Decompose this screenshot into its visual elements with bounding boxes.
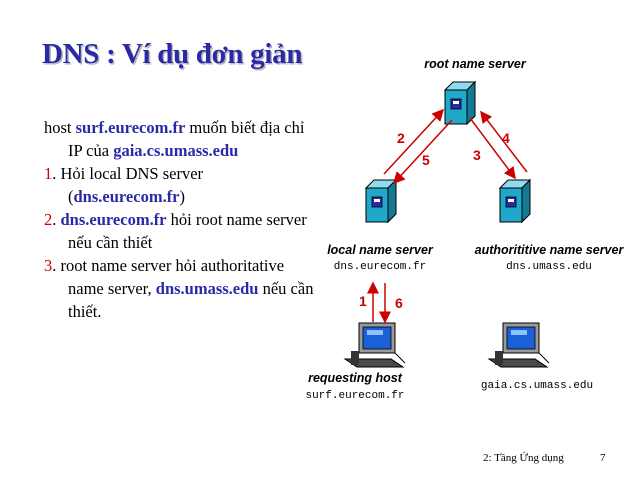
footer-page-number: 7: [600, 452, 606, 464]
step1-server: dns.eurecom.fr: [73, 187, 180, 206]
target-domain: gaia.cs.umass.edu: [113, 141, 239, 160]
footer-chapter: 2: Tầng Ứng dụng: [483, 452, 564, 464]
paragraph-query: host surf.eurecom.fr muốn biết địa chỉ I…: [44, 116, 314, 162]
step3-server: dns.umass.edu: [155, 279, 259, 298]
requesting-host-computer-icon: [344, 322, 406, 368]
requesting-host-label: requesting host: [308, 371, 402, 385]
host-domain: surf.eurecom.fr: [75, 118, 186, 137]
gaia-host-computer-icon: [488, 322, 550, 368]
step-label-1: 1: [359, 293, 367, 309]
paragraph-step3: 3. root name server hỏi authoritative na…: [44, 254, 314, 323]
paragraph-step2: 2. dns.eurecom.fr hỏi root name server n…: [44, 208, 314, 254]
step2-text: hỏi root name server nếu cần thiết: [68, 210, 307, 252]
step2-dot: .: [52, 210, 61, 229]
local-server-icon: [365, 179, 397, 223]
auth-server-domain: dns.umass.edu: [506, 261, 592, 273]
arrow-5-root-to-local: [392, 119, 453, 185]
step-label-3: 3: [473, 147, 481, 163]
step2-number: 2: [44, 210, 53, 229]
step3-number: 3: [44, 256, 53, 275]
auth-server-icon: [499, 179, 531, 223]
step3-text: . root name server hỏi authoritative nam…: [52, 256, 285, 298]
gaia-host-domain: gaia.cs.umass.edu: [480, 380, 594, 392]
step1-number: 1: [44, 164, 53, 183]
step-label-4: 4: [502, 130, 510, 146]
arrow-2-local-to-root: [383, 108, 445, 175]
text-host: host: [44, 118, 76, 137]
text-wants-ip: muốn biết địa chỉ IP của: [68, 118, 305, 160]
local-server-label: local name server: [327, 243, 433, 257]
step2-server: dns.eurecom.fr: [60, 210, 167, 229]
auth-server-label: authorititive name server: [474, 243, 624, 257]
step-label-6: 6: [395, 295, 403, 311]
requesting-host-domain: surf.eurecom.fr: [305, 390, 405, 402]
step-label-5: 5: [422, 152, 430, 168]
step1-text: . Hỏi local DNS server (: [52, 164, 204, 206]
body-text: host surf.eurecom.fr muốn biết địa chỉ I…: [44, 116, 314, 323]
local-server-domain: dns.eurecom.fr: [333, 261, 427, 273]
paragraph-step1: 1. Hỏi local DNS server (dns.eurecom.fr): [44, 162, 314, 208]
root-server-label: root name server: [424, 57, 526, 71]
slide-title: DNS : Ví dụ đơn giản: [42, 38, 303, 70]
arrow-4-auth-to-root: [480, 110, 528, 173]
step3-end: nếu cần thiết.: [68, 279, 314, 321]
arrow-3-root-to-auth: [469, 117, 516, 180]
step1-close: ): [179, 187, 186, 206]
step-label-2: 2: [397, 130, 405, 146]
